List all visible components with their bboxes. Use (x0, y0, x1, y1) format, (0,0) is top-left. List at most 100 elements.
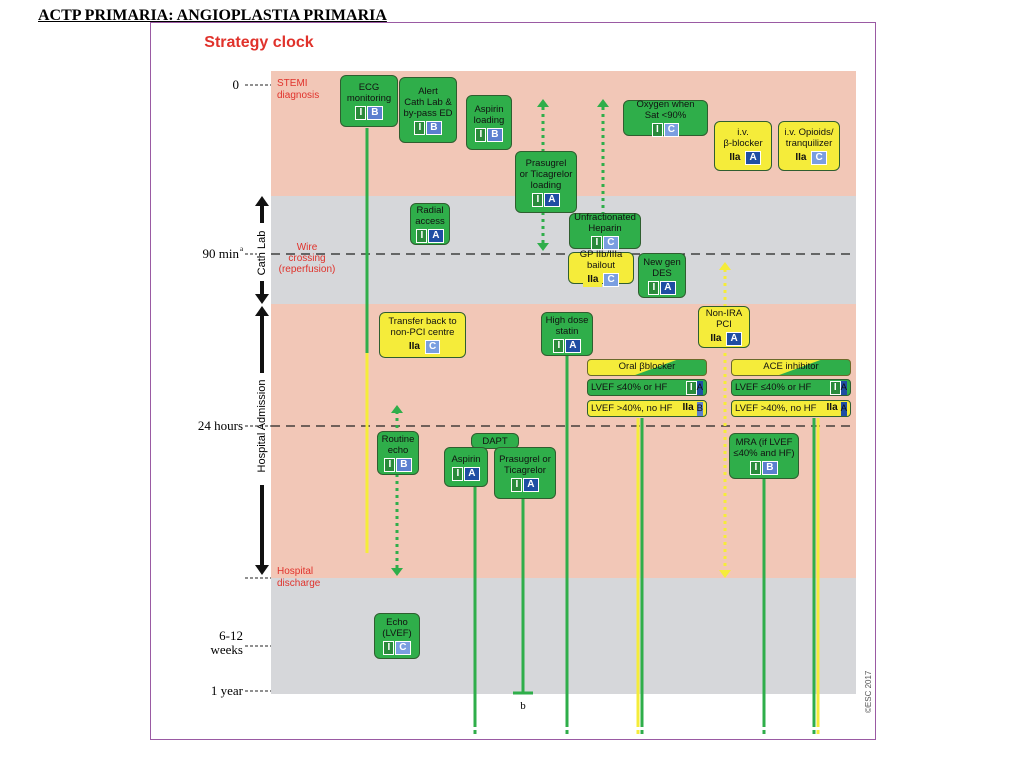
row-text: LVEF >40%, no HF (591, 402, 673, 414)
box-text-line: loading (473, 114, 505, 126)
phase-hospital-admission: Hospital Admission (256, 380, 268, 473)
box-text-line: monitoring (346, 93, 392, 104)
level-label: B (696, 401, 703, 416)
box-text-line: Radial (416, 205, 444, 216)
class-label: I (532, 192, 544, 207)
time-0: 0 (233, 77, 240, 92)
box-text-line: Echo (386, 617, 408, 628)
level-label: A (464, 466, 480, 481)
level-label: A (726, 332, 742, 346)
level-label: C (603, 236, 619, 250)
box-text-line: non-PCI centre (390, 327, 455, 338)
level-label: B (367, 106, 383, 120)
cath-lab-arrow: Cath Lab (255, 196, 269, 304)
dotted-aspirin-prasugrel (537, 99, 549, 251)
class-label: I (452, 466, 464, 481)
footnote-b: b (520, 700, 526, 712)
class-label: I (651, 123, 663, 137)
event-discharge-2: discharge (277, 578, 321, 589)
box-text-line: Ticagrelor (504, 465, 546, 476)
box-text-line: by-pass ED (403, 107, 453, 119)
box-text-line: (LVEF) (382, 628, 412, 639)
continuation-marks (473, 723, 820, 737)
level-label: C (811, 151, 827, 165)
box-text-line: ≤40% and HF) (733, 448, 795, 459)
class-label: I (383, 641, 395, 655)
phase-cath-lab: Cath Lab (256, 231, 268, 276)
level-label: A (660, 280, 676, 295)
box-text-line: tranquilizer (785, 138, 833, 149)
box-text-line: Aspirin (474, 103, 504, 115)
class-label: I (511, 478, 523, 492)
box-text-line: Aspirin (451, 453, 481, 465)
box-text-line: High dose (545, 315, 589, 326)
class-label: I (750, 461, 762, 475)
class-label: I (355, 106, 367, 120)
time-weeks: weeks (211, 642, 244, 657)
class-label: IIa (679, 401, 697, 416)
oral-beta-header: Oral βblocker (587, 359, 707, 376)
level-label: C (603, 273, 619, 287)
class-label: I (414, 120, 426, 135)
box-text-line: ECG (358, 82, 380, 93)
event-wire-3: (reperfusion) (279, 264, 336, 275)
level-label: C (395, 641, 411, 655)
slide-title: ACTP PRIMARIA: ANGIOPLASTIA PRIMARIA (38, 7, 387, 24)
class-label: I (591, 236, 603, 250)
time-1year: 1 year (211, 683, 244, 698)
level-label: A (696, 380, 703, 395)
row-text: LVEF ≤40% or HF (735, 381, 812, 393)
class-label: I (416, 229, 428, 243)
class-label: I (384, 458, 396, 472)
time-90min-sup: a (240, 245, 244, 253)
box-text-line: Sat <90% (644, 110, 687, 121)
dotted-ufh-head (597, 99, 609, 107)
event-stemi-2: diagnosis (277, 90, 319, 101)
class-label: I (475, 127, 487, 142)
level-label: C (424, 340, 441, 354)
level-label: A (544, 192, 560, 207)
class-label: IIa (823, 401, 841, 416)
box-text-line: Non-IRA (705, 308, 743, 319)
event-wire-2: crossing (288, 253, 325, 264)
class-label: IIa (791, 151, 811, 165)
box-text-line: Routine (381, 434, 415, 445)
box-text-line: Alert (418, 85, 438, 97)
box-text-line: Transfer back to (388, 316, 457, 327)
class-label: IIa (583, 273, 603, 287)
level-label: A (745, 151, 761, 165)
class-label: IIa (706, 332, 726, 346)
box-text-line: PCI (716, 319, 732, 330)
level-label: A (523, 478, 539, 492)
copyright: ©ESC 2017 (864, 670, 873, 713)
box-text-line: i.v. Opioids/ (784, 127, 834, 138)
box-text-line: echo (387, 445, 409, 456)
box-text-line: MRA (if LVEF (735, 437, 793, 448)
level-label: A (840, 380, 847, 395)
box-text-line: access (415, 216, 445, 227)
event-wire: Wire (297, 242, 318, 253)
